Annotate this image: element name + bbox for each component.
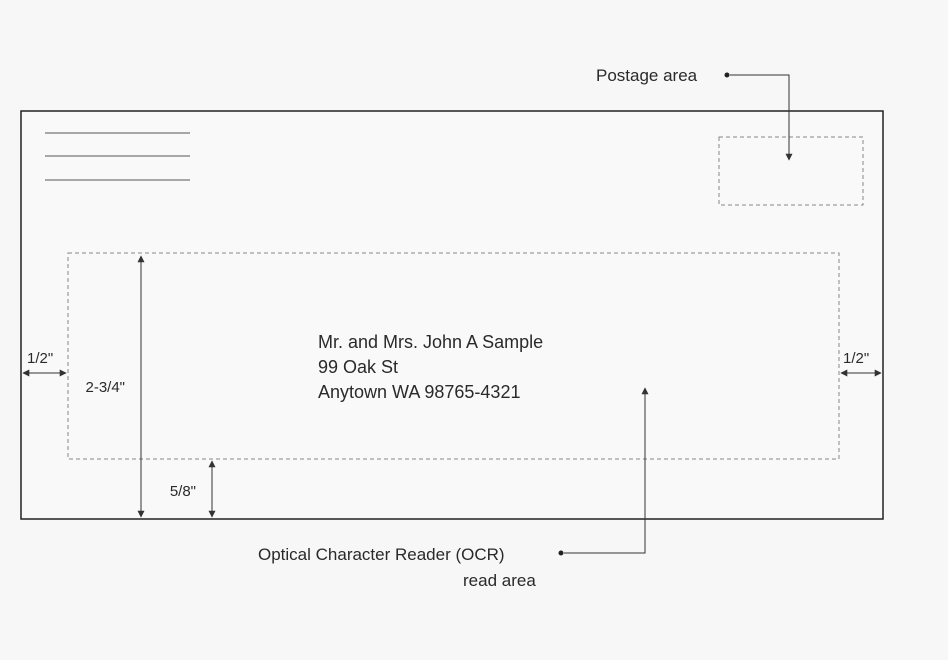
- ocr-callout-dot: [558, 550, 564, 556]
- ocr-read-area-box: [67, 252, 840, 460]
- postage-area-box: [718, 136, 864, 206]
- postage-callout-dot: [724, 72, 730, 78]
- ocr-label-line1: Optical Character Reader (OCR): [258, 545, 505, 564]
- address-city: Anytown WA 98765-4321: [318, 382, 520, 402]
- envelope-outline: [20, 110, 884, 520]
- postage-area-label: Postage area: [596, 66, 698, 85]
- address-name: Mr. and Mrs. John A Sample: [318, 332, 543, 352]
- ocr-label-line2: read area: [463, 571, 536, 590]
- right-margin-label: 1/2": [843, 350, 869, 367]
- ocr-callout-leader: [564, 387, 649, 554]
- postage-callout-leader: [730, 74, 793, 161]
- left-margin-label: 1/2": [27, 350, 53, 367]
- bottom-margin-label: 5/8": [170, 483, 196, 500]
- address-street: 99 Oak St: [318, 357, 398, 377]
- height-label: 2-3/4": [85, 379, 125, 396]
- return-address-lines: [45, 132, 190, 181]
